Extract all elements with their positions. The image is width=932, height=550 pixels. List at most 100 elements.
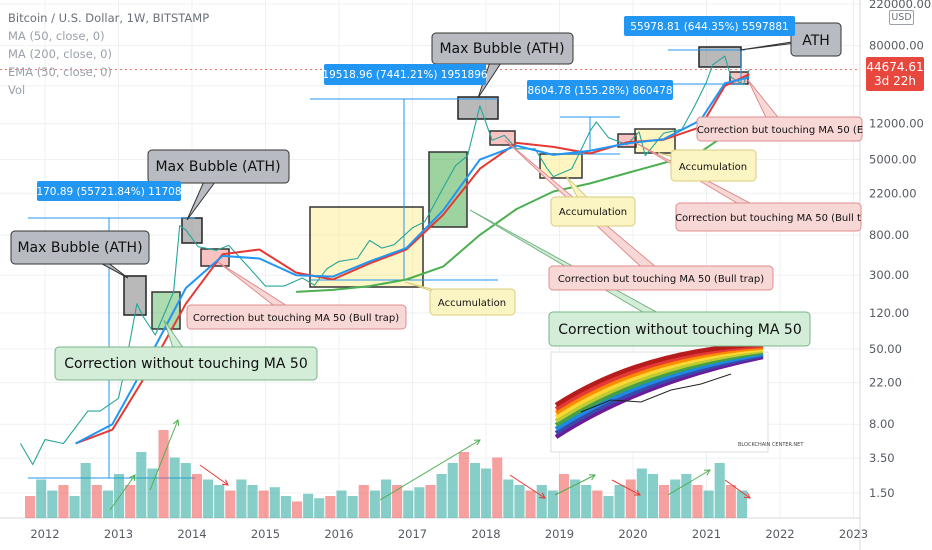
indicator-ma200[interactable]: MA (200, close, 0) — [8, 47, 112, 61]
volume-bar — [236, 479, 247, 518]
volume-bar — [58, 485, 69, 518]
volume-bar — [113, 474, 125, 518]
callout-box — [696, 116, 863, 142]
volume-bar — [514, 485, 525, 518]
volume-bar — [347, 496, 358, 518]
volume-trend-arrow — [109, 474, 136, 511]
x-tick-label: 2020 — [618, 527, 647, 541]
volume-bar — [169, 457, 180, 518]
volume-bar — [314, 498, 325, 518]
y-tick-label: 1.50 — [869, 486, 895, 500]
callout-text: Max Bubble (ATH) — [439, 41, 564, 57]
y-tick-label: 12000.00 — [869, 117, 924, 131]
volume-bar — [458, 452, 469, 518]
y-tick-label: 50.00 — [869, 342, 902, 356]
volume-bar — [91, 485, 102, 518]
callout-red: Correction but touching MA 50 (E — [696, 79, 863, 142]
volume-bar — [581, 485, 592, 518]
y-tick-label: 2200.00 — [869, 186, 917, 200]
volume-bar — [291, 501, 303, 518]
volume-bar — [625, 479, 636, 518]
chart-title: Bitcoin / U.S. Dollar, 1W, BITSTAMP — [8, 11, 210, 25]
callout-box — [548, 311, 811, 347]
callout-text: Accumulation — [679, 162, 747, 173]
volume-trend-arrow-head — [588, 474, 596, 481]
measure-label: 55978.81 (644.35%) 5597881 — [624, 16, 795, 36]
measure-label-box — [37, 181, 181, 201]
callout-text: Max Bubble (ATH) — [155, 159, 280, 175]
volume-bar — [525, 490, 536, 518]
volume-bar — [214, 485, 225, 518]
volume-bar — [325, 496, 336, 518]
x-tick-label: 2023 — [839, 527, 868, 541]
volume-bar — [269, 487, 280, 518]
indicator-ema50[interactable]: EMA (50, close, 0) — [8, 65, 112, 79]
volume-bar — [725, 485, 736, 518]
x-tick-label: 2022 — [765, 527, 794, 541]
volume-bar — [603, 496, 614, 518]
callout-text: Correction but touching MA 50 (Bull trap… — [193, 313, 399, 324]
rainbow-inset: BLOCKCHAIN CENTER.NET — [550, 341, 804, 453]
volume-bar — [125, 485, 136, 518]
measure-label: 1170.89 (55721.84%) 117089 — [30, 181, 188, 201]
callout-red: Correction but touching MA 50 (Bull trap… — [186, 261, 407, 330]
callout-bubble: ATH — [739, 22, 842, 57]
volume-bar — [692, 485, 703, 518]
zone-box — [309, 206, 424, 288]
callout-text: Correction without touching MA 50 — [558, 322, 801, 338]
zone-box — [489, 130, 516, 146]
x-tick-label: 2015 — [251, 527, 280, 541]
y-tick-label: 220000.00 — [869, 0, 931, 11]
y-tick-label: 22.00 — [869, 376, 902, 390]
callout-box — [10, 230, 150, 265]
volume-trend-arrow — [554, 474, 596, 496]
volume-trend-arrow — [611, 479, 641, 496]
volume-bar — [36, 479, 47, 518]
volume-bar — [147, 468, 158, 518]
callout-text: Max Bubble (ATH) — [17, 240, 142, 256]
volume-bar — [469, 463, 481, 518]
volume-bar — [670, 479, 681, 518]
volume-trend-arrow — [509, 474, 546, 499]
callout-bubble: Max Bubble (ATH) — [10, 230, 150, 279]
callout-text: Accumulation — [438, 298, 506, 309]
volume-bar — [681, 474, 692, 518]
volume-trend-arrow — [667, 469, 711, 496]
measure-label-box — [527, 80, 673, 100]
volume-bar — [25, 496, 36, 518]
callout-yellow: Accumulation — [550, 175, 636, 227]
last-price: 44674.61 — [866, 60, 924, 74]
zone-box — [428, 151, 468, 228]
volume-bar — [80, 463, 91, 518]
callout-box — [186, 304, 407, 330]
indicator-volume[interactable]: Vol — [8, 83, 26, 97]
volume-bar — [102, 490, 113, 518]
measure-label-text: 1170.89 (55721.84%) 117089 — [30, 186, 188, 198]
volume-trend-arrow — [149, 419, 179, 491]
callout-yellow: Accumulation — [404, 281, 516, 316]
measure-label: 19518.96 (7441.21%) 1951896 — [322, 64, 488, 85]
volume-bar — [714, 463, 725, 518]
volume-trend-arrow — [724, 479, 751, 499]
measure-label-box — [624, 16, 795, 36]
volume-bar — [69, 496, 80, 518]
callout-green: Correction without touching MA 50 — [54, 319, 318, 381]
volume-trend-arrow-head — [743, 492, 751, 499]
x-tick-label: 2013 — [104, 527, 133, 541]
zone-box — [539, 153, 583, 179]
volume-bar — [303, 493, 314, 518]
x-tick-label: 2016 — [324, 527, 353, 541]
volume-trend-arrow — [379, 439, 481, 501]
y-tick-label: 5000.00 — [869, 153, 917, 167]
indicator-ma50[interactable]: MA (50, close, 0) — [8, 29, 105, 43]
zone-box — [123, 275, 147, 316]
inset-price-line — [580, 373, 732, 413]
measure-label-text: 19518.96 (7441.21%) 1951896 — [322, 69, 487, 81]
volume-bar — [191, 474, 202, 518]
measure-label: 8604.78 (155.28%) 860478 — [527, 80, 673, 100]
x-tick-label: 2018 — [471, 527, 500, 541]
volume-trend-arrow-head — [221, 479, 229, 486]
currency-label[interactable]: USD — [889, 10, 914, 25]
measure-label-box — [324, 64, 486, 85]
